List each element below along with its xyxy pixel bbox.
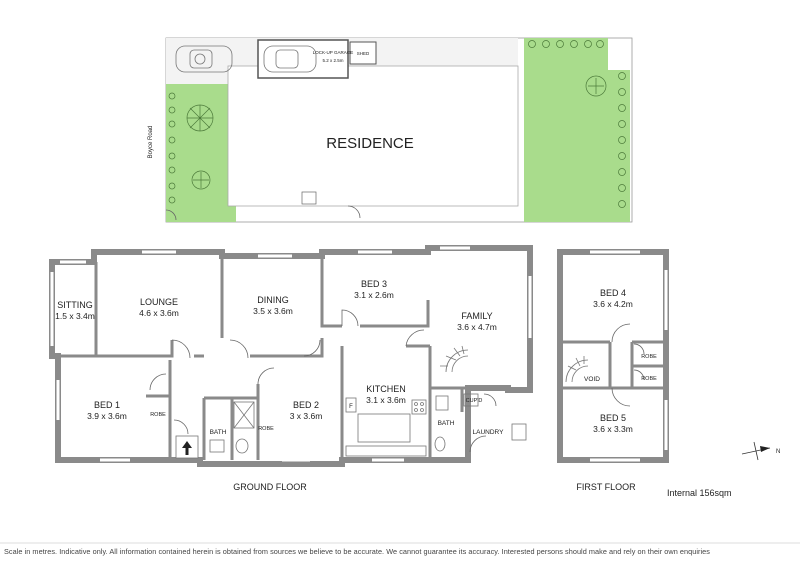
room-dims-bed1: 3.9 x 3.6m — [87, 411, 127, 421]
bath-fittings — [209, 393, 527, 454]
garage-label: LOCK-UP GARAGE — [313, 50, 353, 55]
room-name-dining: DINING — [257, 295, 289, 305]
interior-walls — [58, 252, 468, 460]
room-name-bed4: BED 4 — [600, 288, 626, 298]
shed-label: SHED — [357, 51, 370, 56]
front-step — [301, 191, 317, 205]
bath-label: BATH — [438, 420, 455, 427]
shrub-row — [168, 92, 176, 204]
tree-icon — [191, 170, 211, 190]
bath-label: BATH — [210, 429, 227, 436]
kitchen-fittings — [345, 397, 427, 457]
shrub-row — [528, 40, 626, 208]
room-dims-bed4: 3.6 x 4.2m — [593, 299, 633, 309]
car-icon — [263, 45, 317, 73]
entry-arrow-icon — [182, 441, 192, 455]
garage-dims: 5.2 x 2.5m — [322, 58, 343, 63]
room-dims-bed3: 3.1 x 2.6m — [354, 290, 394, 300]
fridge-label: F — [349, 404, 353, 410]
disclaimer: Scale in metres. Indicative only. All in… — [4, 547, 710, 556]
internal-area: Internal 156sqm — [667, 488, 732, 498]
gate — [165, 209, 177, 221]
shed — [349, 41, 377, 65]
room-dims-bed5: 3.6 x 3.3m — [593, 424, 633, 434]
door-swings — [149, 309, 497, 453]
room-dims-bed2: 3 x 3.6m — [290, 411, 323, 421]
compass-icon: N — [741, 441, 780, 461]
cupboard-label: CUP'D — [466, 398, 483, 404]
front-lawn — [166, 84, 236, 222]
windows — [50, 246, 532, 462]
residence-footprint — [227, 65, 519, 207]
car-icon — [175, 45, 233, 73]
interior-walls — [560, 340, 666, 390]
room-name-bed3: BED 3 — [361, 279, 387, 289]
tree-icon — [186, 104, 214, 132]
room-name-family: FAMILY — [461, 311, 492, 321]
rear-lawn — [524, 38, 630, 222]
room-dims-sitting: 1.5 x 3.4m — [55, 311, 95, 321]
ground-floor-plan: SITTING 1.5 x 3.4m LOUNGE 4.6 x 3.6m DIN… — [49, 245, 533, 492]
robe-label: ROBE — [150, 412, 166, 418]
tree-icon — [585, 75, 607, 97]
windows — [590, 250, 668, 462]
robe-label: ROBE — [641, 376, 657, 382]
room-name-bed2: BED 2 — [293, 400, 319, 410]
room-dims-lounge: 4.6 x 3.6m — [139, 308, 179, 318]
room-dims-dining: 3.5 x 3.6m — [253, 306, 293, 316]
street-label: Boyce Road — [148, 126, 154, 159]
room-dims-kitchen: 3.1 x 3.6m — [366, 395, 406, 405]
first-floor-plan: BED 4 3.6 x 4.2m BED 5 3.6 x 3.3m ROBE R… — [557, 249, 669, 492]
robe-label: ROBE — [258, 426, 274, 432]
robe-label: ROBE — [641, 354, 657, 360]
room-name-lounge: LOUNGE — [140, 297, 178, 307]
residence-label: RESIDENCE — [326, 135, 414, 152]
staircase — [440, 345, 469, 373]
room-dims-family: 3.6 x 4.7m — [457, 322, 497, 332]
door-swings — [611, 323, 645, 407]
room-name-kitchen: KITCHEN — [366, 384, 406, 394]
laundry-label: LAUNDRY — [473, 429, 505, 436]
ground-floor-title: GROUND FLOOR — [233, 482, 307, 492]
compass-north-label: N — [776, 449, 780, 455]
first-floor-title: FIRST FLOOR — [576, 482, 636, 492]
staircase — [565, 356, 589, 383]
site-plan: RESIDENCE Boyce Road LOCK-UP GARAGE 5.2 … — [148, 37, 633, 223]
room-name-bed1: BED 1 — [94, 400, 120, 410]
gate — [347, 205, 361, 219]
void-label: VOID — [584, 376, 600, 383]
room-name-bed5: BED 5 — [600, 413, 626, 423]
room-name-sitting: SITTING — [57, 300, 93, 310]
